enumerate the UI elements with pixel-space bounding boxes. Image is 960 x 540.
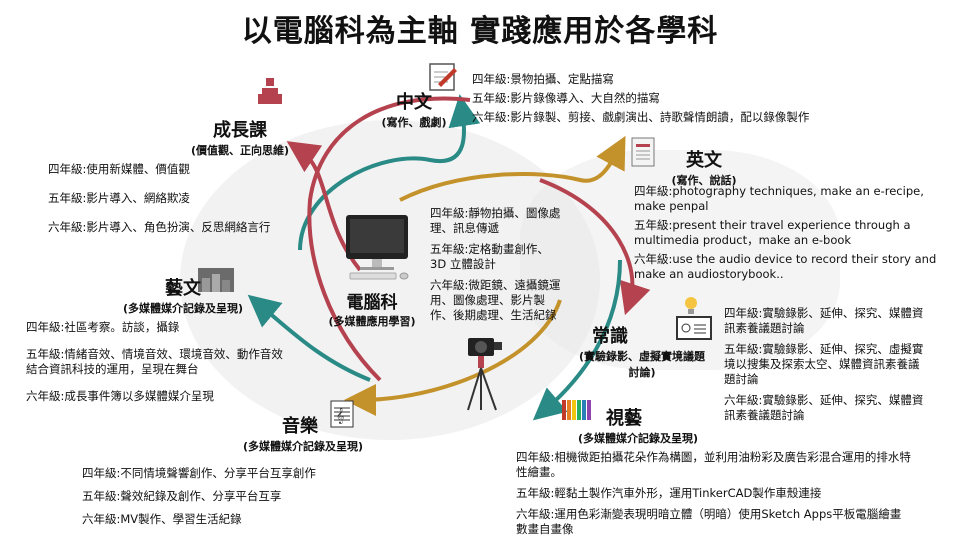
arts-grade4: 四年級:社區考察。訪談，攝錄 xyxy=(26,320,180,334)
growth-grade6: 六年級:影片導入、角色扮演、反思網絡言行 xyxy=(48,219,271,234)
chinese-grade6: 六年級:影片錄製、剪接、戲劇演出、詩歌聲情朗讀，配以錄像製作 xyxy=(472,109,810,124)
general-grade6: 六年級:實驗錄影、延伸、探究、媒體資訊素養議題討論 xyxy=(724,392,924,422)
colored-pencils-icon xyxy=(560,398,596,426)
chinese-grade4: 四年級:景物拍攝、定點描寫 xyxy=(472,72,614,86)
visual-grade6: 六年級:運用色彩漸變表現明暗立體（明暗）使用Sketch Apps平板電腦繪畫數… xyxy=(516,506,902,536)
music-subtitle: (多媒體媒介記錄及呈現) xyxy=(242,440,364,453)
english-grade5: 五年級:present their travel experience thro… xyxy=(634,217,911,247)
general-grade-list: 四年級:實驗錄影、延伸、探究、媒體資訊素養議題討論 五年級:實驗錄影、延伸、探究… xyxy=(724,306,926,425)
music-grade5: 五年級:聲效紀錄及創作、分享平台互享 xyxy=(82,488,282,503)
growth-subtitle: (價值觀、正向思維) xyxy=(190,144,290,157)
computer-subject: 電腦科 (多媒體應用學習) xyxy=(316,288,428,329)
english-title: 英文 xyxy=(686,150,722,171)
computer-grade6: 六年級:微距鏡、遠攝鏡運用、圖像處理、影片製作、後期處理、生活紀錄 xyxy=(430,277,561,322)
arrow-to-general xyxy=(539,178,651,316)
presentation-icon xyxy=(676,316,712,346)
chinese-grade5: 五年級:影片錄像導入、大自然的描寫 xyxy=(472,90,660,105)
music-grade4: 四年級:不同情境聲響創作、分享平台互享創作 xyxy=(82,466,316,480)
arts-grade-list: 四年級:社區考察。訪談，攝錄 五年級:情緒音效、情境音效、環境音效、動作音效結合… xyxy=(26,320,286,412)
arrow-to-visual xyxy=(532,259,622,421)
general-grade4: 四年級:實驗錄影、延伸、探究、媒體資訊素養議題討論 xyxy=(724,306,924,335)
computer-title: 電腦科 xyxy=(346,293,398,313)
music-title: 音樂 xyxy=(282,416,318,437)
arts-title: 藝文 xyxy=(165,278,201,299)
general-subject: 常識 (實驗錄影、虛擬實境議題討論) xyxy=(576,322,708,380)
english-subject: 英文 (寫作、說話) xyxy=(664,146,744,188)
chinese-title: 中文 xyxy=(396,92,432,113)
arts-grade5: 五年級:情緒音效、情境音效、環境音效、動作音效結合資訊科技的運用，呈現在舞台 xyxy=(26,346,283,376)
chinese-grade-list: 四年級:景物拍攝、定點描寫 五年級:影片錄像導入、大自然的描寫 六年級:影片錄製… xyxy=(472,72,892,127)
english-grade-list: 四年級:photography techniques, make an e-re… xyxy=(634,184,946,284)
lightbulb-icon xyxy=(684,296,698,320)
svg-text:𝄞: 𝄞 xyxy=(336,408,344,424)
music-subject: 音樂 (多媒體媒介記錄及呈現) xyxy=(228,412,378,454)
english-grade6: 六年級:use the audio device to record their… xyxy=(634,251,937,281)
music-grade-list: 四年級:不同情境聲響創作、分享平台互享創作 五年級:聲效紀錄及創作、分享平台互享… xyxy=(82,466,402,535)
stage-photo-icon xyxy=(198,268,234,296)
arrow-to-english xyxy=(399,135,626,202)
music-score-icon: 𝄞 xyxy=(330,400,354,432)
computer-grade-list: 四年級:靜物拍攝、圖像處理、訊息傳遞 五年級:定格動畫創作、3D 立體設計 六年… xyxy=(430,206,564,325)
arts-subtitle: (多媒體媒介記錄及呈現) xyxy=(122,302,244,315)
english-grade4: 四年級:photography techniques, make an e-re… xyxy=(634,184,924,213)
english-subtitle: (寫作、說話) xyxy=(671,174,737,187)
visual-subtitle: (多媒體媒介記錄及呈現) xyxy=(577,432,699,445)
growth-grade5: 五年級:影片導入、網絡欺凌 xyxy=(48,190,190,205)
arts-subject: 藝文 (多媒體媒介記錄及呈現) xyxy=(98,274,268,316)
page-title: 以電腦科為主軸 實踐應用於各學科 xyxy=(241,14,719,49)
person-icon xyxy=(258,78,282,114)
visual-grade-list: 四年級:相機微距拍攝花朵作為構圖，並利用油粉彩及廣告彩混合運用的排水特性繪畫。 … xyxy=(516,450,912,539)
arrow-outer-left xyxy=(307,96,471,382)
computer-grade5: 五年級:定格動畫創作、3D 立體設計 xyxy=(430,241,549,271)
document-icon xyxy=(628,136,662,174)
notebook-pencil-icon xyxy=(428,62,458,96)
general-title: 常識 xyxy=(592,326,628,347)
arrow-to-chinese xyxy=(298,94,481,251)
growth-grade4: 四年級:使用新媒體、價值觀 xyxy=(48,162,190,176)
growth-grade-list: 四年級:使用新媒體、價值觀 五年級:影片導入、網絡欺凌 六年級:影片導入、角色扮… xyxy=(48,162,318,243)
computer-subtitle: (多媒體應用學習) xyxy=(328,315,416,328)
general-subtitle: (實驗錄影、虛擬實境議題討論) xyxy=(578,350,706,379)
arrow-to-arts xyxy=(247,294,371,382)
music-grade6: 六年級:MV製作、學習生活紀錄 xyxy=(82,511,242,526)
growth-title: 成長課 xyxy=(213,120,267,141)
visual-grade4: 四年級:相機微距拍攝花朵作為構圖，並利用油粉彩及廣告彩混合運用的排水特性繪畫。 xyxy=(516,450,911,479)
chinese-subject: 中文 (寫作、戲劇) xyxy=(372,88,456,130)
visual-grade5: 五年級:輕黏土製作汽車外形，運用TinkerCAD製作車殼連接 xyxy=(516,485,822,500)
chinese-subtitle: (寫作、戲劇) xyxy=(381,116,447,129)
arts-grade6: 六年級:成長事件簿以多媒體媒介呈現 xyxy=(26,388,214,403)
general-grade5: 五年級:實驗錄影、延伸、探究、虛擬實境以搜集及探索太空、媒體資訊素養議題討論 xyxy=(724,341,924,386)
visual-title: 視藝 xyxy=(606,408,642,429)
camera-tripod-icon xyxy=(462,332,508,416)
growth-subject: 成長課 (價值觀、正向思維) xyxy=(170,116,310,158)
computer-grade4: 四年級:靜物拍攝、圖像處理、訊息傳遞 xyxy=(430,206,561,235)
computer-icon xyxy=(342,215,412,285)
visual-subject: 視藝 (多媒體媒介記錄及呈現) xyxy=(548,404,728,446)
